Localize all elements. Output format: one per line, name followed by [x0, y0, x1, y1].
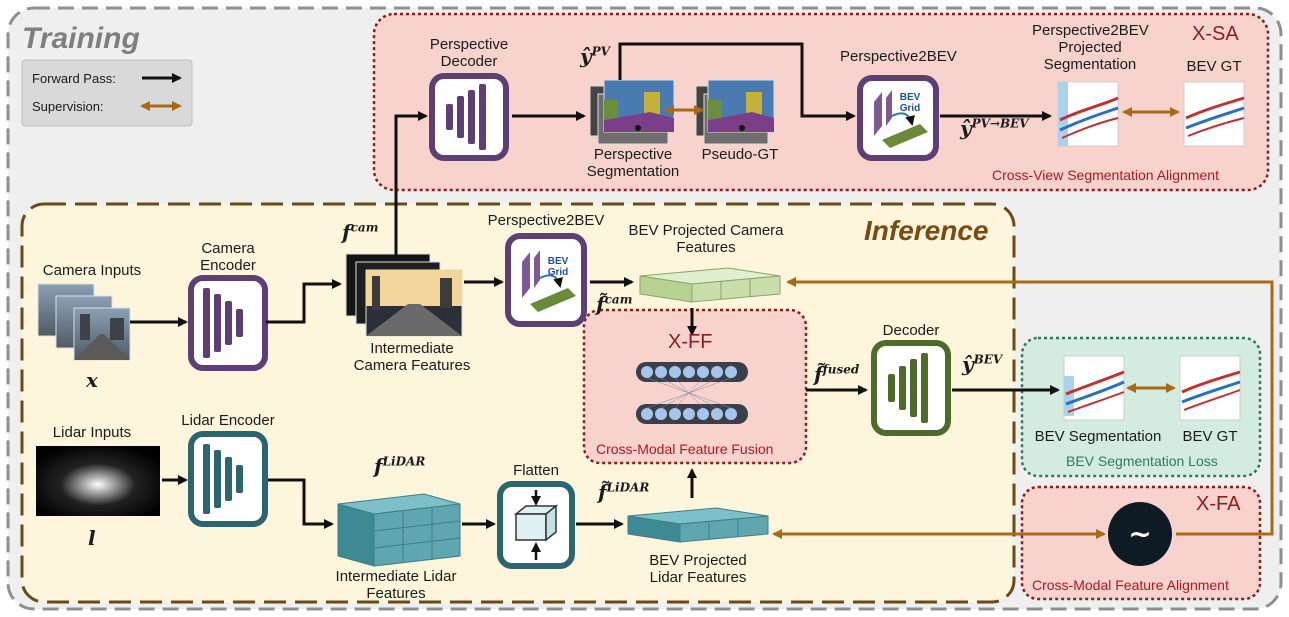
p2bev-mid-label: Perspective2BEV: [487, 212, 605, 229]
xff-network-icon: [636, 362, 748, 424]
lidar-inputs-image: [36, 446, 160, 516]
bev-gt-top-image: [1183, 81, 1245, 147]
bev-grid-label-a: BEV Grid: [899, 92, 921, 114]
bev-gt-top-label: BEV GT: [1186, 58, 1242, 75]
camera-inputs-label: Camera Inputs: [42, 262, 142, 279]
intermediate-camera-features-label: Intermediate Camera Features: [353, 340, 471, 374]
seg-loss-caption: BEV Segmentation Loss: [1066, 453, 1218, 469]
legend-box: [21, 59, 193, 127]
training-title: Training: [22, 22, 140, 55]
bev-grid-label-b: BEV Grid: [547, 256, 569, 278]
symbol-f-fused: f̃fused: [814, 362, 860, 386]
symbol-y-pv-bev: ŷPV→BEV: [960, 116, 1029, 140]
flatten-label: Flatten: [513, 462, 559, 479]
perspective-decoder-module: [429, 73, 509, 161]
lidar-encoder-label: Lidar Encoder: [181, 412, 275, 429]
bev-gt-bottom-label: BEV GT: [1182, 428, 1238, 445]
bev-projected-lidar-features-block: [627, 507, 769, 543]
camera-encoder-label: Camera Encoder: [200, 240, 256, 274]
xff-title: X-FF: [668, 331, 712, 353]
symbol-f-lidar-tilde: f̃LiDAR: [598, 480, 650, 504]
bev-decoder-module: [871, 340, 951, 436]
perspective-segmentation-image: [589, 79, 675, 145]
symbol-y-bev: ŷBEV: [962, 352, 1003, 376]
perspective-segmentation-label: Perspective Segmentation: [586, 146, 680, 180]
lidar-inputs-label: Lidar Inputs: [52, 424, 132, 441]
xsa-region: [372, 12, 1270, 192]
flatten-module: [497, 481, 575, 569]
inference-region: [20, 202, 1016, 604]
camera-inputs-image: [37, 283, 131, 361]
lidar-encoder-module: [188, 431, 268, 527]
bev-projected-camera-features-label: BEV Projected Camera Features: [628, 222, 784, 256]
camera-encoder-module: [188, 275, 268, 371]
symbol-l: l: [88, 526, 96, 550]
legend-forward-label: Forward Pass:: [32, 71, 116, 86]
supervision-arrows: [664, 105, 1274, 539]
intermediate-camera-features-image: [345, 253, 463, 337]
xfa-caption: Cross-Modal Feature Alignment: [1032, 577, 1229, 593]
symbol-f-lidar: fLiDAR: [374, 454, 426, 478]
intermediate-lidar-features-label: Intermediate Lidar Features: [335, 568, 457, 602]
forward-arrows: [130, 42, 1060, 529]
bev-projected-lidar-features-label: BEV Projected Lidar Features: [649, 552, 747, 586]
xfa-tilde: ~: [1128, 517, 1151, 550]
bev-segmentation-image: [1063, 355, 1125, 421]
pseudo-gt-image: [695, 79, 775, 145]
p2bev-top-label: Perspective2BEV: [840, 48, 957, 65]
bev-gt-bottom-image: [1179, 355, 1241, 421]
perspective-decoder-label: Perspective Decoder: [429, 36, 509, 70]
intermediate-lidar-features-block: [337, 493, 461, 567]
bev-projected-camera-features-block: [639, 267, 781, 303]
legend-supervision-label: Supervision:: [32, 99, 104, 114]
pseudo-gt-label: Pseudo-GT: [701, 146, 779, 163]
p2bev-projected-seg-image: [1057, 81, 1119, 147]
symbol-f-cam-tilde: f̃cam: [596, 292, 633, 316]
inference-title: Inference: [864, 215, 989, 246]
p2bev-module-top: [857, 75, 939, 161]
decoder-label: Decoder: [882, 322, 940, 339]
symbol-f-cam: fcam: [342, 220, 379, 244]
xff-caption: Cross-Modal Feature Fusion: [596, 441, 773, 457]
p2bev-projected-seg-label: Perspective2BEV Projected Segmentation: [1032, 22, 1149, 73]
symbol-y-pv: ŷPV: [580, 44, 610, 68]
xsa-caption: Cross-View Segmentation Alignment: [992, 167, 1219, 183]
symbol-x: x: [86, 368, 98, 392]
p2bev-module-mid: [505, 233, 587, 327]
xsa-title: X-SA: [1192, 23, 1239, 45]
xfa-similarity-circle: [1108, 502, 1172, 566]
xfa-title: X-FA: [1196, 493, 1241, 515]
bev-segmentation-label: BEV Segmentation: [1034, 428, 1162, 445]
